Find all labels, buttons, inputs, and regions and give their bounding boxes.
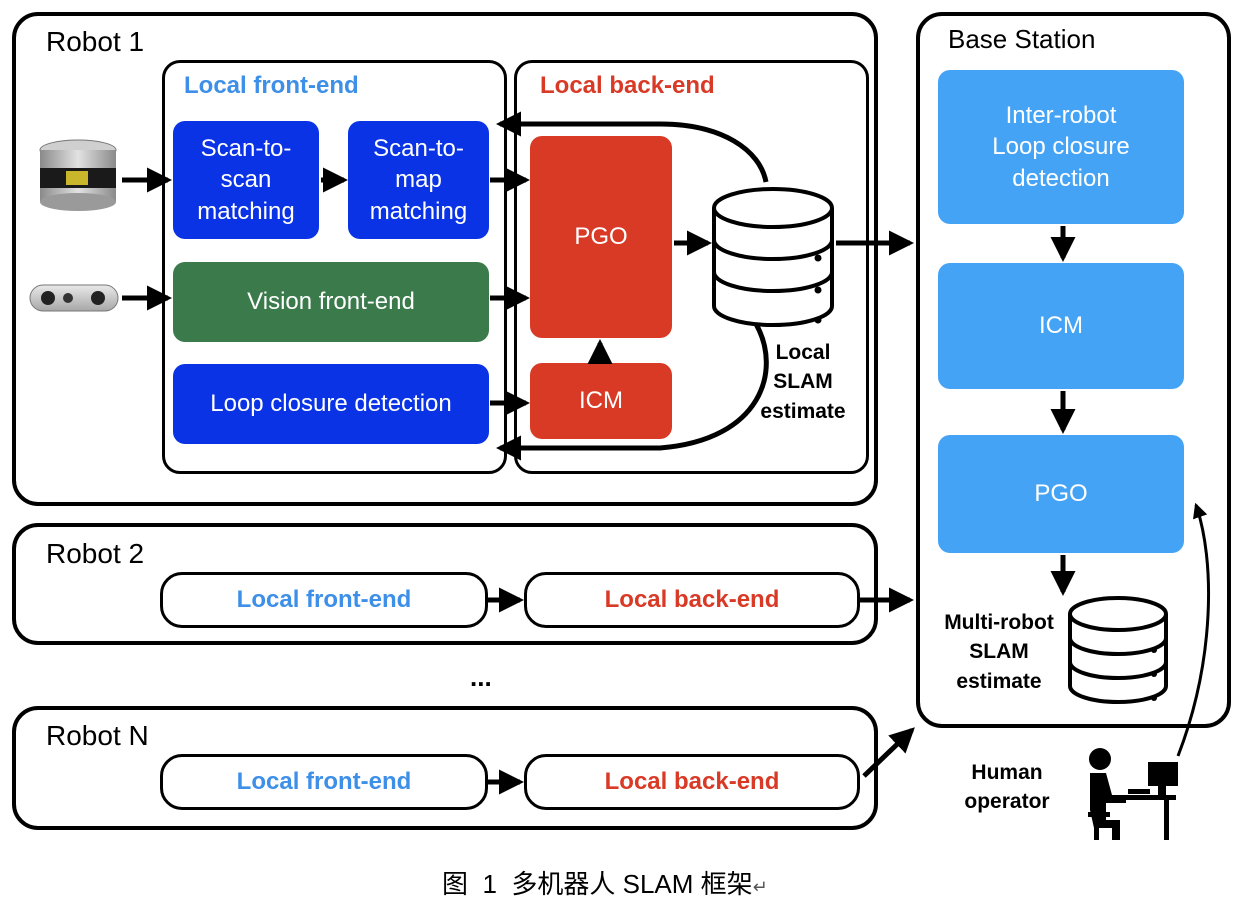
robot1-panel [12, 12, 878, 506]
base-station-title: Base Station [948, 24, 1096, 54]
scan-to-map-block: Scan-to- map matching [348, 121, 489, 239]
caption-number: 1 [482, 869, 497, 899]
local-slam-estimate-label: Local SLAM estimate [760, 341, 846, 423]
pgo-block: PGO [530, 136, 672, 338]
caption-text: 多机器人 SLAM 框架 [511, 869, 753, 899]
return-icon: ↵ [752, 877, 768, 897]
base-icm-block: ICM [938, 263, 1184, 389]
inter-robot-loop-closure-block: Inter-robot Loop closure detection [938, 70, 1184, 224]
robot-team-arrows [488, 587, 915, 795]
local-front-end-title: Local front-end [184, 72, 359, 99]
local-back-end-title: Local back-end [540, 72, 715, 99]
robot1-title: Robot 1 [46, 26, 145, 57]
ellipsis: ... [470, 662, 492, 692]
lidar-sensor-icon [39, 139, 117, 211]
local-database-icon [712, 187, 834, 327]
robot2-front-end: Local front-end [160, 572, 488, 628]
robot2-back-end: Local back-end [524, 572, 860, 628]
base-station-panel [916, 12, 1231, 728]
local-back-end-panel [514, 60, 869, 474]
robot2-title: Robot 2 [46, 538, 145, 569]
vision-front-end-block: Vision front-end [173, 262, 489, 342]
robotN-back-end: Local back-end [524, 754, 860, 810]
depth-camera-icon [29, 284, 119, 312]
figure-caption: 图 1 多机器人 SLAM 框架↵ [442, 864, 768, 901]
robot1-arrows [122, 111, 915, 461]
caption-figure-label: 图 [442, 869, 469, 899]
base-pgo-block: PGO [938, 435, 1184, 553]
multi-robot-slam-estimate-label: Multi-robot SLAM estimate [944, 611, 1054, 693]
scan-to-scan-block: Scan-to- scan matching [173, 121, 319, 239]
robotN-front-end: Local front-end [160, 754, 488, 810]
icm-block: ICM [530, 363, 672, 439]
robotN-panel [12, 706, 878, 830]
multi-robot-database-icon [1068, 596, 1168, 704]
human-operator-icon [1088, 748, 1178, 840]
robotN-title: Robot N [46, 720, 149, 751]
local-front-end-panel [162, 60, 507, 474]
human-operator-label: Human operator [964, 761, 1050, 814]
loop-closure-block: Loop closure detection [173, 364, 489, 444]
robot2-panel [12, 523, 878, 645]
base-station-arrows [1050, 226, 1211, 757]
